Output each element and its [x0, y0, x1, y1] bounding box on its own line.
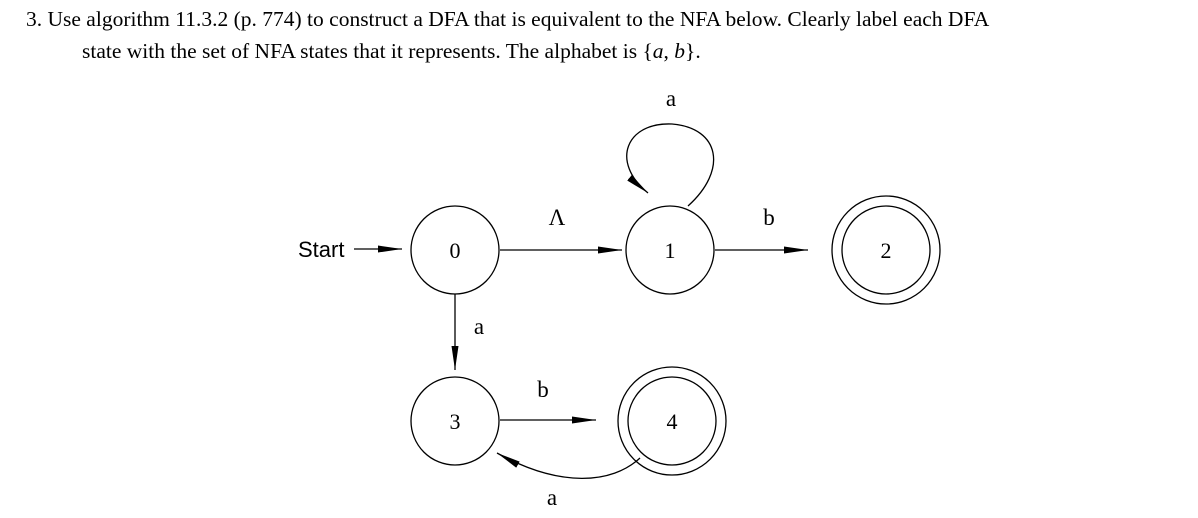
start-label: Start	[298, 237, 344, 262]
state-0: 0	[410, 205, 500, 295]
state-3: 3	[410, 376, 500, 466]
state-3-label: 3	[450, 409, 461, 434]
transition-0-to-1-label: Λ	[549, 205, 566, 230]
transition-1-self-loop-label: a	[666, 86, 676, 111]
state-2-label: 2	[881, 238, 892, 263]
state-4: 4	[617, 366, 727, 476]
state-0-label: 0	[450, 238, 461, 263]
state-2-outer-circle	[831, 195, 941, 305]
state-4-label: 4	[667, 409, 678, 434]
alphabet-symbol-b: b	[674, 39, 686, 63]
problem-text: Use algorithm 11.3.2 (p. 774) to constru…	[47, 7, 990, 31]
alphabet-close: }.	[685, 39, 701, 63]
state-4-inner-circle	[627, 376, 717, 466]
problem-number: 3.	[26, 7, 43, 31]
transition-1-self-loop: a	[626, 86, 715, 207]
alphabet-symbol-a: a	[652, 39, 664, 63]
state-1: 1	[625, 205, 715, 295]
transition-0-to-1: Λ	[500, 205, 622, 254]
state-2-inner-circle	[841, 205, 931, 295]
transition-0-to-3-label: a	[474, 314, 484, 339]
transition-4-to-3-arrow	[496, 452, 641, 479]
transition-1-to-2-label: b	[763, 205, 775, 230]
transition-1-to-2: b	[715, 205, 808, 254]
transition-3-to-4: b	[500, 377, 596, 424]
transition-1-self-loop-arrow	[626, 123, 715, 207]
state-4-outer-circle	[617, 366, 727, 476]
state-1-label: 1	[665, 238, 676, 263]
transition-4-to-3-label: a	[547, 485, 557, 510]
problem-text-continued: state with the set of NFA states that it…	[82, 39, 653, 63]
transition-3-to-4-label: b	[537, 377, 549, 402]
alphabet-separator: ,	[663, 39, 675, 63]
problem-statement: 3. Use algorithm 11.3.2 (p. 774) to cons…	[0, 0, 1198, 80]
transition-0-to-3: a	[451, 294, 484, 370]
state-2: 2	[831, 195, 941, 305]
state-3-circle	[410, 376, 500, 466]
problem-text-line-2: state with the set of NFA states that it…	[82, 39, 701, 64]
transition-4-to-3: a	[496, 452, 641, 510]
state-1-circle	[625, 205, 715, 295]
problem-text-line-1: 3. Use algorithm 11.3.2 (p. 774) to cons…	[26, 7, 989, 32]
